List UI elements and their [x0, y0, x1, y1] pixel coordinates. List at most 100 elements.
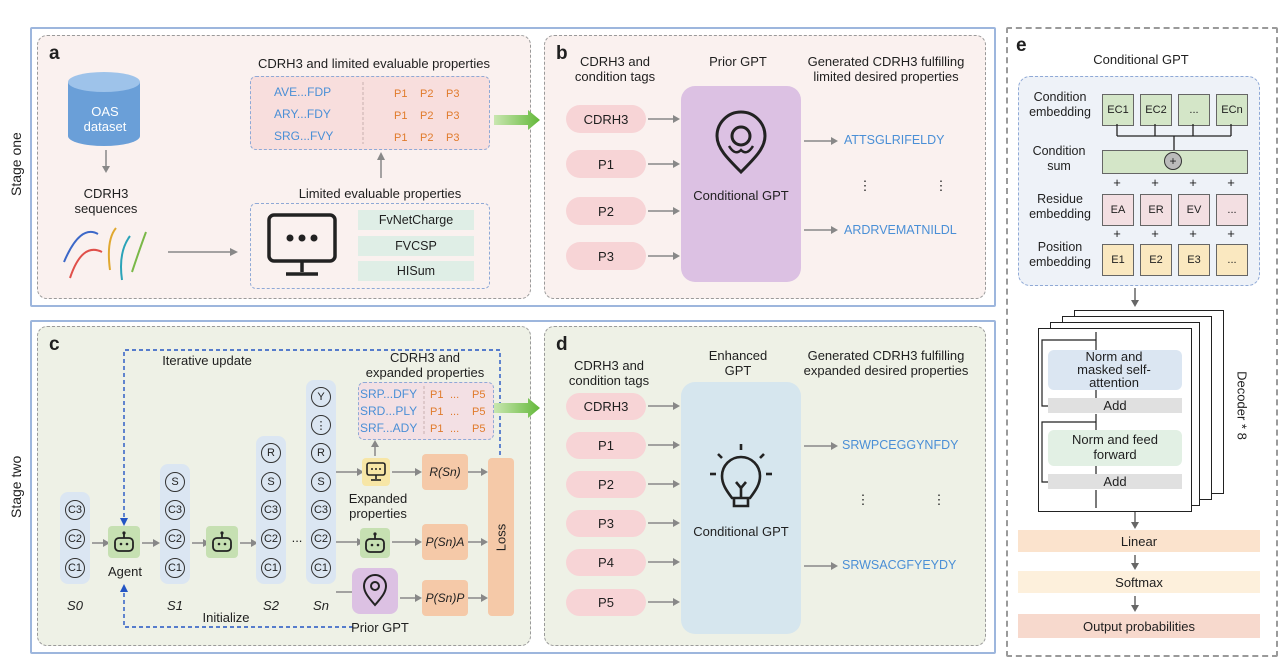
eres-dots-box: ... [1216, 194, 1248, 226]
score-arrows [392, 468, 422, 602]
plus-row2-1: + [1113, 226, 1121, 241]
plus-row1-2: + [1151, 175, 1159, 190]
arrow-tool-up [371, 440, 379, 456]
panel-b-prior-title: Prior GPT [709, 54, 767, 69]
prior-gpt-icon [715, 110, 767, 175]
prop-a-2-2: P2 [420, 110, 434, 122]
sn-token-5: C2 [311, 529, 331, 549]
panel-b-input-title: CDRH3 and condition tags [574, 54, 656, 84]
plus-row1-3: + [1189, 175, 1197, 190]
decoder-label: Decoder * 8 [1234, 371, 1250, 440]
b-model-label: Conditional GPT [693, 188, 789, 203]
d-model-label: Conditional GPT [693, 524, 789, 539]
small-monitor-icon [366, 462, 386, 481]
score-r-label: R(Sn) [429, 465, 461, 479]
s0-token-2: C1 [65, 558, 85, 578]
seq-c-2: SRD...PLY [360, 404, 418, 418]
decoder-residual-lines [1041, 332, 1097, 508]
s0-token-1: C2 [65, 529, 85, 549]
panel-d-letter: d [556, 334, 568, 355]
prop-a-3-1: P1 [394, 132, 408, 144]
loss-arrows [468, 468, 488, 602]
attn-label: Norm and masked self-attention [1077, 349, 1151, 390]
panel-c-letter: c [49, 334, 60, 355]
state-s0: S0 [67, 598, 83, 613]
e3-box: E3 [1178, 244, 1210, 276]
sn-token-3: S [311, 472, 331, 492]
arrow-db-down [102, 150, 110, 173]
s1-token-1: C3 [165, 500, 185, 520]
arrow-up-to-table [377, 152, 385, 178]
d-output-1: SRWPCEGGYNFDY [842, 438, 959, 452]
panel-d-input-title: CDRH3 and condition tags [568, 358, 650, 388]
limited-props-label: Limited evaluable properties [298, 186, 462, 201]
panel-b-output-title: Generated CDRH3 fulfilling limited desir… [807, 54, 965, 84]
initialize-label: Initialize [202, 610, 250, 625]
s2-token-1: S [261, 472, 281, 492]
attn-block [1048, 350, 1182, 390]
ff-label: Norm and feed forward [1072, 432, 1158, 462]
score-pa [422, 524, 468, 560]
agent-label: Agent [108, 564, 142, 579]
prop-a-2-3: P3 [446, 110, 460, 122]
stage-two-box [30, 320, 996, 654]
prop-c-2-1: P1 [430, 406, 444, 418]
s1-token-2: C2 [165, 529, 185, 549]
prior-gpt-small-label: Prior GPT [351, 620, 409, 635]
score-r [422, 454, 468, 490]
cond-merge-lines [1116, 124, 1232, 150]
stage-one-label: Stage one [8, 132, 24, 196]
ev-box: EV [1178, 194, 1210, 226]
expanded-props-label: Expanded properties [348, 491, 408, 521]
panel-a-title: CDRH3 and limited evaluable properties [258, 56, 490, 71]
prop-a-1-1: P1 [394, 88, 408, 100]
prop-c-2-3: P5 [472, 406, 486, 418]
seq-c-1: SRP...DFY [360, 387, 418, 401]
props-table-divider [362, 82, 364, 144]
prop-a-2-1: P1 [394, 110, 408, 122]
sn-token-0: Y [311, 387, 331, 407]
arrow-s0-agent [92, 539, 110, 547]
state-sn: Sn [313, 598, 329, 613]
panel-d-model-title: Enhanced GPT [708, 348, 768, 378]
s2-token-4: C1 [261, 558, 281, 578]
seq-a-2: ARY...FDY [274, 107, 331, 121]
e1-box: E1 [1102, 244, 1134, 276]
s1-token-3: C1 [165, 558, 185, 578]
loss-label: Loss [493, 523, 509, 552]
position-emb-label: Position embedding [1029, 240, 1091, 269]
d-input-p3: P3 [566, 510, 646, 537]
d-vdots-2: ⋮ [932, 492, 946, 507]
props-table [250, 76, 490, 150]
cdrh3-seq-label: CDRH3 sequences [74, 186, 138, 216]
stage-two-label: Stage two [8, 455, 24, 518]
ff-block [1048, 430, 1182, 466]
arrow-emb-decoder [1131, 288, 1139, 307]
panel-a-letter: a [49, 43, 60, 64]
plus-row2-2: + [1151, 226, 1159, 241]
ec1-box: EC1 [1102, 94, 1134, 126]
expanded-title: CDRH3 and expanded properties [365, 350, 485, 380]
prop-c-1-1: P1 [430, 389, 444, 401]
ea-box: EA [1102, 194, 1134, 226]
arrow-linear-softmax [1131, 555, 1139, 570]
score-pp-label: P(Sn)P [425, 591, 465, 605]
stage-one-box [30, 27, 996, 307]
panel-b-letter: b [556, 43, 568, 64]
loss-box [488, 458, 514, 616]
d-input-cdrh3: CDRH3 [566, 393, 646, 420]
tools-box [250, 203, 490, 289]
epos-dots-box: ... [1216, 244, 1248, 276]
b-input-arrows [648, 115, 680, 260]
arrow-dec-linear [1131, 512, 1139, 529]
s0-token-0: C3 [65, 500, 85, 520]
lightbulb-head-icon [710, 444, 772, 508]
score-pp [422, 580, 468, 616]
s2-token-3: C2 [261, 529, 281, 549]
softmax-bar: Softmax [1018, 571, 1260, 593]
prop-a-1-2: P2 [420, 88, 434, 100]
prop-c-1-3: P5 [472, 389, 486, 401]
e2-box: E2 [1140, 244, 1172, 276]
prop-c-1-2: ... [450, 389, 460, 401]
sn-token-2: R [311, 443, 331, 463]
